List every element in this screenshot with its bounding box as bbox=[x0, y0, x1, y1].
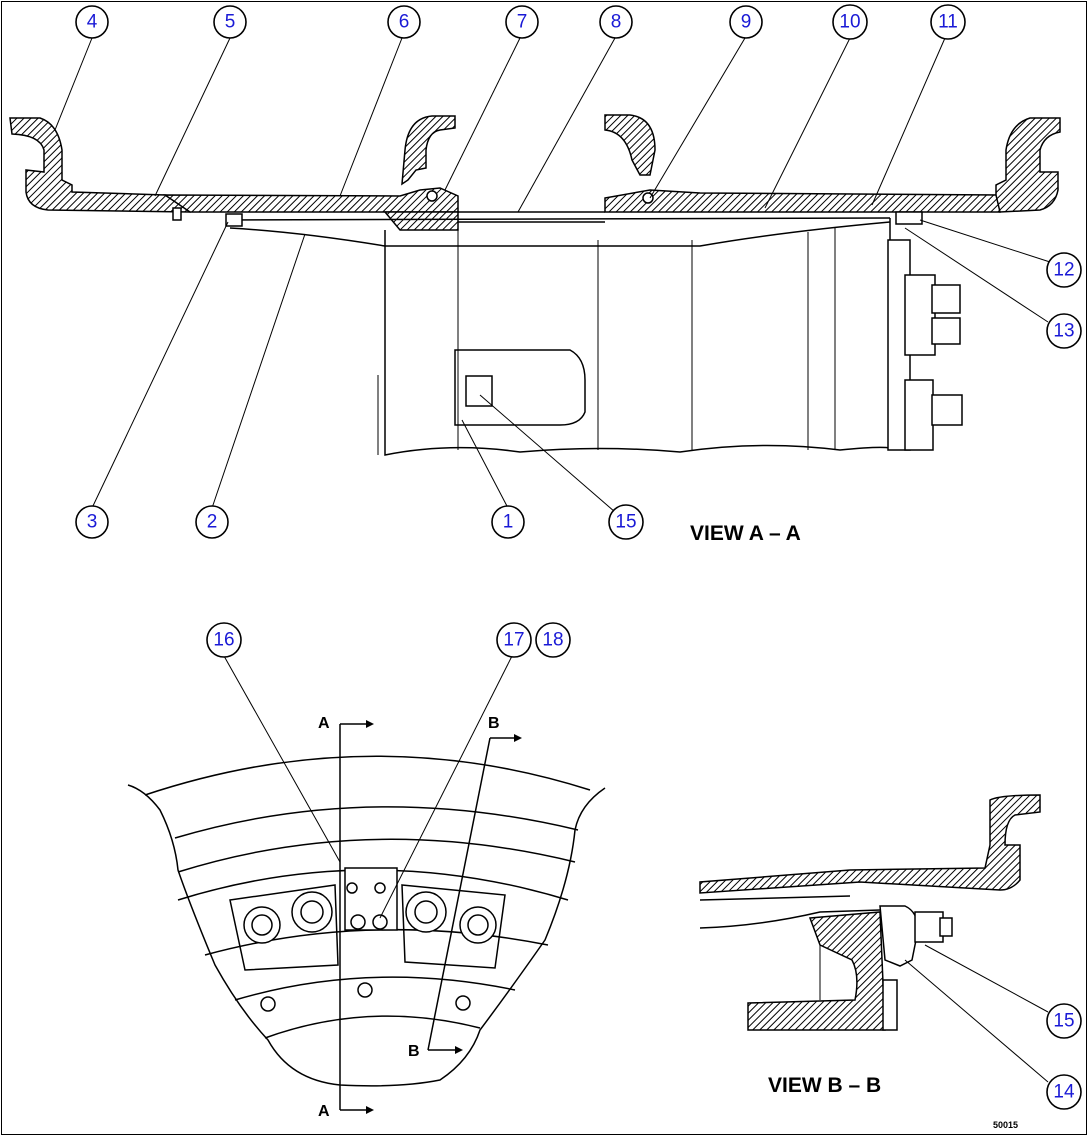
svg-text:11: 11 bbox=[938, 12, 958, 33]
svg-text:3: 3 bbox=[87, 512, 98, 533]
callout-1: 1 bbox=[491, 505, 525, 539]
callout-9: 9 bbox=[729, 5, 763, 39]
figure-id: 50015 bbox=[993, 1120, 1018, 1130]
callout-13: 13 bbox=[1046, 313, 1082, 349]
view-aa-drawing bbox=[9, 114, 1061, 456]
svg-text:13: 13 bbox=[1053, 321, 1074, 342]
leader-lines-front bbox=[223, 655, 513, 919]
view-aa-label: VIEW A – A bbox=[690, 522, 801, 545]
callout-2: 2 bbox=[195, 505, 229, 539]
callout-4: 4 bbox=[75, 5, 109, 39]
svg-text:7: 7 bbox=[517, 12, 528, 33]
svg-text:8: 8 bbox=[611, 12, 622, 33]
section-mark-a-bottom: A bbox=[318, 1103, 330, 1120]
callout-15-aa: 15 bbox=[608, 504, 644, 540]
svg-text:15: 15 bbox=[615, 512, 636, 533]
section-mark-b-bottom: B bbox=[408, 1043, 420, 1060]
svg-text:18: 18 bbox=[542, 630, 563, 651]
callout-11: 11 bbox=[930, 4, 966, 40]
callout-5: 5 bbox=[213, 5, 247, 39]
callout-17: 17 bbox=[496, 622, 532, 658]
callout-14: 14 bbox=[1046, 1074, 1082, 1110]
section-mark-a-top: A bbox=[318, 715, 330, 732]
svg-text:4: 4 bbox=[87, 12, 98, 33]
view-bb-label: VIEW B – B bbox=[768, 1074, 881, 1097]
svg-text:10: 10 bbox=[839, 12, 860, 33]
callout-3: 3 bbox=[75, 505, 109, 539]
section-mark-b-top: B bbox=[488, 715, 500, 732]
callout-8: 8 bbox=[599, 5, 633, 39]
callout-18: 18 bbox=[535, 622, 571, 658]
svg-text:1: 1 bbox=[503, 512, 514, 533]
view-bb-drawing bbox=[699, 794, 1041, 1031]
svg-text:5: 5 bbox=[225, 12, 236, 33]
svg-text:9: 9 bbox=[741, 12, 752, 33]
svg-text:14: 14 bbox=[1053, 1082, 1075, 1103]
callout-12: 12 bbox=[1046, 252, 1082, 288]
leader-lines-aa bbox=[54, 37, 1051, 513]
leader-lines-bb bbox=[904, 944, 1049, 1083]
callout-7: 7 bbox=[505, 5, 539, 39]
svg-text:16: 16 bbox=[213, 630, 234, 651]
svg-text:2: 2 bbox=[207, 512, 218, 533]
svg-text:12: 12 bbox=[1053, 260, 1074, 281]
callout-6: 6 bbox=[387, 5, 421, 39]
callout-10: 10 bbox=[832, 4, 868, 40]
svg-text:17: 17 bbox=[503, 630, 524, 651]
svg-text:6: 6 bbox=[399, 12, 410, 33]
svg-text:15: 15 bbox=[1053, 1011, 1074, 1032]
callout-15-bb: 15 bbox=[1046, 1003, 1082, 1039]
callout-16: 16 bbox=[206, 622, 242, 658]
front-view-drawing bbox=[127, 720, 606, 1114]
